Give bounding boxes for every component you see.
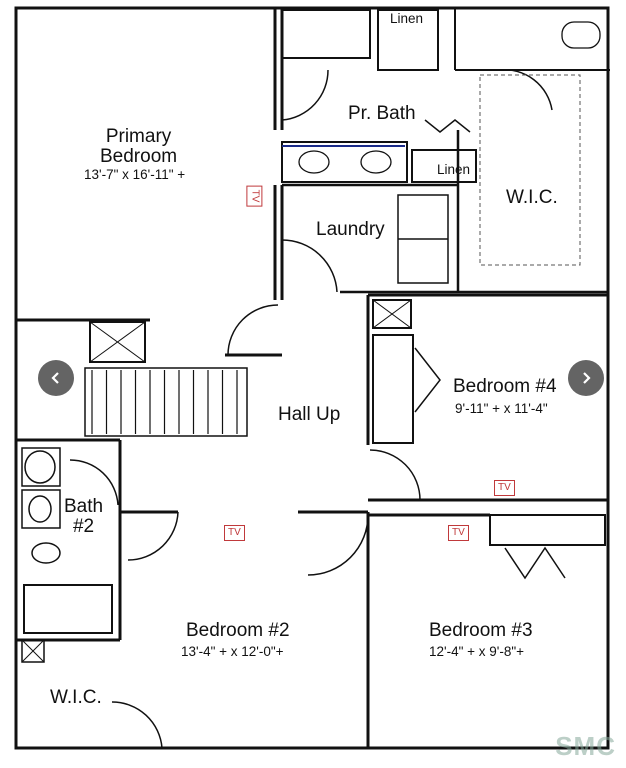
prev-image-button[interactable] (38, 360, 74, 396)
bedroom-2-dims: 13'-4" + x 12'-0"+ (181, 644, 284, 659)
room-primary-bedroom: Primary Bedroom (100, 126, 178, 167)
staircase (91, 370, 238, 434)
sink (360, 150, 392, 174)
room-linen-top: Linen (390, 11, 424, 26)
room-wic-primary: W.I.C. (506, 187, 558, 208)
room-pr-bath: Pr. Bath (348, 103, 416, 124)
chevron-right-icon (583, 372, 591, 384)
bedroom-4-dims: 9'-11" + x 11'-4" (455, 401, 548, 416)
primary-bedroom-dims: 13'-7" x 16'-11" + (84, 167, 186, 182)
next-image-button[interactable] (568, 360, 604, 396)
watermark-logo: SMC (555, 731, 616, 761)
room-linen-mid: Linen (437, 162, 471, 177)
toilet (561, 21, 601, 49)
room-bedroom-3: Bedroom #3 (429, 620, 533, 641)
room-wic-bath-2: W.I.C. (50, 687, 102, 708)
chevron-left-icon (51, 372, 59, 384)
exterior-wall (14, 6, 610, 750)
tv-marker: TV (224, 525, 245, 541)
bedroom-3-dims: 12'-4" + x 9'-8"+ (429, 644, 525, 659)
tv-marker: TV (448, 525, 469, 541)
room-bath-2: Bath #2 (64, 496, 104, 537)
room-laundry: Laundry (316, 219, 385, 240)
room-bedroom-2: Bedroom #2 (186, 620, 290, 641)
room-bedroom-4: Bedroom #4 (453, 376, 557, 397)
tv-marker: TV (246, 185, 263, 207)
tv-marker: TV (494, 480, 515, 496)
sink (298, 150, 330, 174)
wic-shelf (479, 74, 581, 266)
room-hall: Hall Up (278, 404, 341, 425)
